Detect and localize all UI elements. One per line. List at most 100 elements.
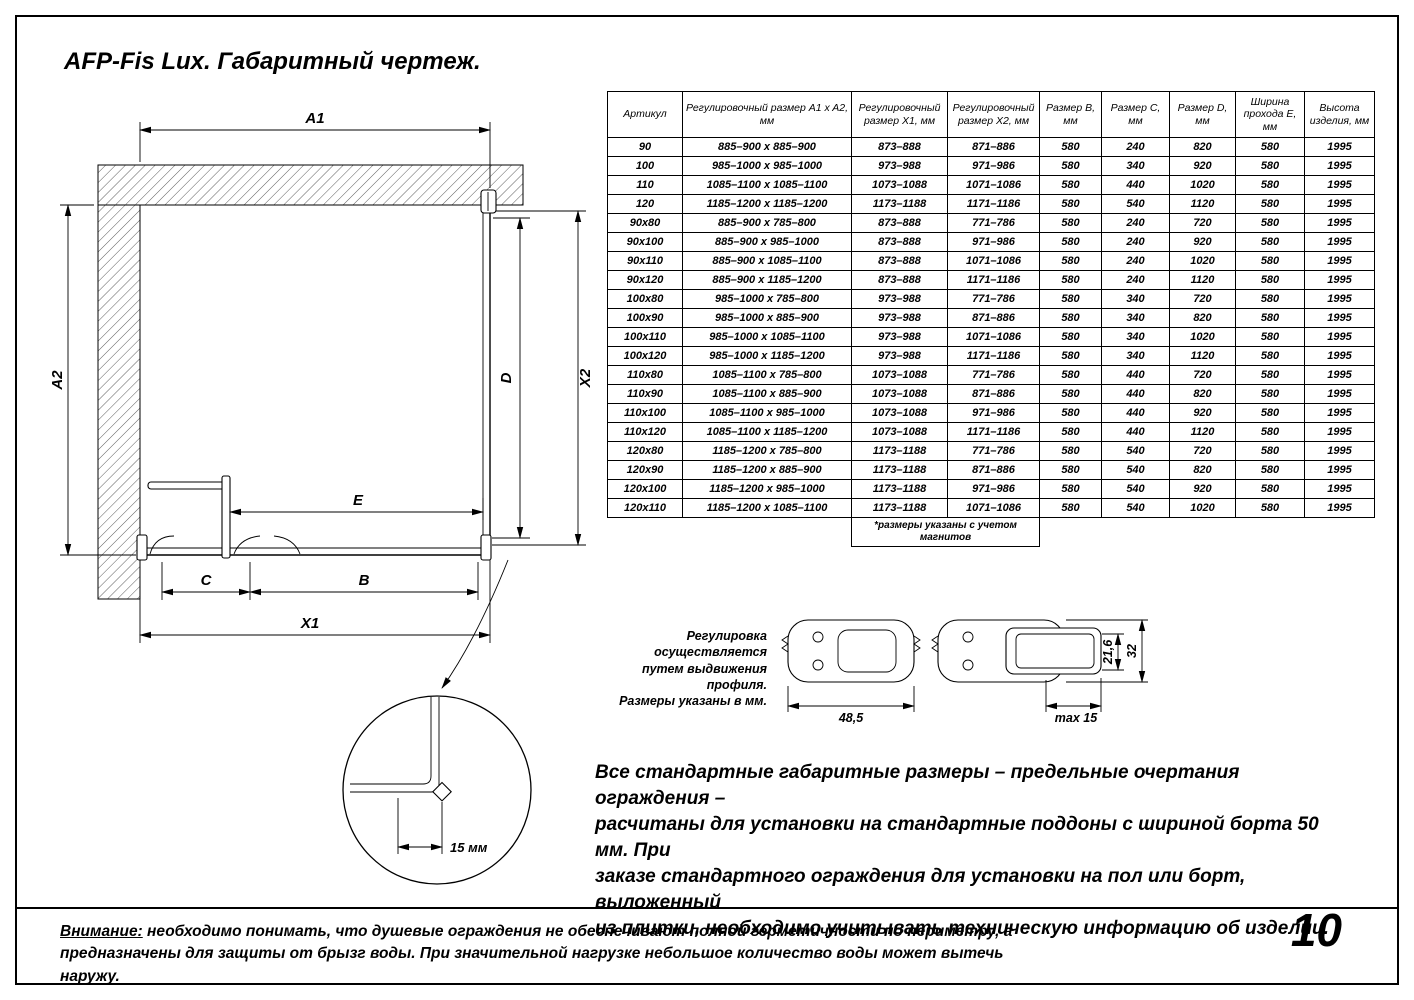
warning-label: Внимание: [60, 923, 143, 940]
column-header: Ширина прохода E, мм [1235, 91, 1305, 138]
table-cell: 971–986 [947, 232, 1040, 252]
table-cell: 240 [1101, 213, 1170, 233]
table-cell: 1085–1100 x 1185–1200 [682, 422, 852, 442]
table-cell: 1995 [1304, 441, 1375, 461]
column-header: Размер D, мм [1169, 91, 1236, 138]
table-cell: 820 [1169, 460, 1236, 480]
table-cell: 1020 [1169, 251, 1236, 271]
dimension-e: E [229, 492, 484, 520]
right-wall-profile [480, 534, 492, 561]
table-cell: 1995 [1304, 460, 1375, 480]
column-header: Регулировочный размер X1, мм [851, 91, 948, 138]
top-wall-bracket [480, 189, 497, 214]
table-cell: 871–886 [947, 308, 1040, 328]
table-cell: 920 [1169, 479, 1236, 499]
table-cell: 110x120 [607, 422, 683, 442]
table-cell: 985–1000 x 985–1000 [682, 156, 852, 176]
table-cell: 580 [1235, 460, 1305, 480]
table-cell: 871–886 [947, 384, 1040, 404]
table-cell: 90x110 [607, 251, 683, 271]
table-cell: 540 [1101, 498, 1170, 518]
footnote-row: *размеры указаны с учетом магнитов [608, 517, 1375, 547]
wall-hatching [97, 164, 524, 600]
table-cell: 973–988 [851, 327, 948, 347]
table-cell: 1073–1088 [851, 365, 948, 385]
table-cell: 1120 [1169, 270, 1236, 290]
table-cell: 580 [1235, 346, 1305, 366]
column-header: Регулировочный размер A1 x A2, мм [682, 91, 852, 138]
table-cell: 871–886 [947, 460, 1040, 480]
table-cell: 540 [1101, 441, 1170, 461]
table-cell: 580 [1235, 213, 1305, 233]
table-cell: 440 [1101, 422, 1170, 442]
table-cell: 1173–1188 [851, 441, 948, 461]
table-cell: 110x90 [607, 384, 683, 404]
table-cell: 580 [1039, 232, 1102, 252]
dimension-x1: X1 [139, 560, 491, 643]
table-cell: 1995 [1304, 365, 1375, 385]
sheet-frame [15, 15, 1399, 985]
table-cell: 1085–1100 x 985–1000 [682, 403, 852, 423]
table-cell: 985–1000 x 885–900 [682, 308, 852, 328]
spec-table-foot: *размеры указаны с учетом магнитов [608, 517, 1375, 547]
standard-sizes-note: Все стандартные габаритные размеры – пре… [595, 762, 1329, 940]
table-cell: 1073–1088 [851, 403, 948, 423]
table-cell: 240 [1101, 137, 1170, 157]
left-wall-profile [136, 534, 148, 561]
detail-leader-arrow [441, 559, 509, 689]
table-cell: 580 [1039, 251, 1102, 271]
table-cell: 1171–1186 [947, 194, 1040, 214]
column-header: Высота изделия, мм [1304, 91, 1375, 138]
dim-label-d: D [498, 372, 515, 383]
table-cell: 1071–1086 [947, 327, 1040, 347]
table-cell: 1171–1186 [947, 422, 1040, 442]
table-cell: 1173–1188 [851, 498, 948, 518]
table-cell: 120 [607, 194, 683, 214]
table-cell: 985–1000 x 1085–1100 [682, 327, 852, 347]
dim-label-a1: A1 [304, 110, 324, 127]
enclosure-outline [140, 205, 491, 556]
column-header: Размер B, мм [1039, 91, 1102, 138]
door-handle-profile [221, 475, 231, 559]
dim-label-width: 48,5 [838, 711, 864, 725]
table-cell: 240 [1101, 251, 1170, 271]
table-cell: 580 [1235, 403, 1305, 423]
table-cell: 1995 [1304, 308, 1375, 328]
table-cell: 720 [1169, 289, 1236, 309]
dimensional-drawing: A1 A2 X2 D E [49, 110, 594, 885]
table-cell: 820 [1169, 137, 1236, 157]
table-cell: 971–986 [947, 156, 1040, 176]
table-cell: 580 [1039, 403, 1102, 423]
dimension-profile-height: 32 [1066, 619, 1148, 683]
warning-note: Внимание: необходимо понимать, что душев… [60, 921, 1065, 988]
footnote-spacer [608, 518, 852, 547]
table-cell: 580 [1235, 365, 1305, 385]
table-cell: 873–888 [851, 213, 948, 233]
table-cell: 110x100 [607, 403, 683, 423]
table-cell: 580 [1039, 175, 1102, 195]
table-cell: 1995 [1304, 327, 1375, 347]
table-cell: 1995 [1304, 156, 1375, 176]
table-cell: 1085–1100 x 1085–1100 [682, 175, 852, 195]
table-cell: 720 [1169, 213, 1236, 233]
corner-connector [432, 781, 452, 802]
table-cell: 580 [1235, 327, 1305, 347]
table-cell: 885–900 x 1185–1200 [682, 270, 852, 290]
table-cell: 110 [607, 175, 683, 195]
table-cell: 580 [1039, 327, 1102, 347]
table-cell: 1171–1186 [947, 270, 1040, 290]
table-cell: 580 [1039, 156, 1102, 176]
dimension-a1: A1 [139, 110, 491, 188]
table-cell: 1173–1188 [851, 194, 948, 214]
table-cell: 1995 [1304, 384, 1375, 404]
table-cell: 1185–1200 x 1085–1100 [682, 498, 852, 518]
